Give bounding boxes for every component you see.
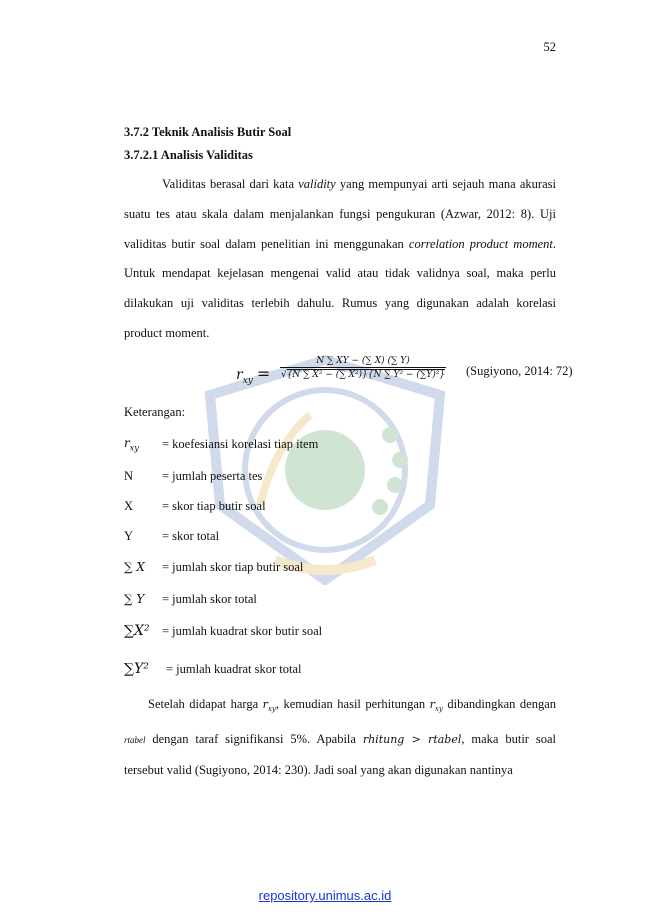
legend-desc: = skor total <box>162 528 220 543</box>
legend-desc: = skor tiap butir soal <box>162 498 266 513</box>
symbol-rxy: rxy <box>262 698 276 714</box>
keterangan-label: Keterangan: <box>124 405 186 419</box>
legend-row: rxy = koefesiansi korelasi tiap item <box>124 434 318 454</box>
page-number: 52 <box>543 40 557 54</box>
symbol-rtabel: rtabel <box>124 734 146 745</box>
term-validity: validity <box>298 177 336 191</box>
legend-symbol: ∑Y² <box>124 661 149 677</box>
legend-row: X = skor tiap butir soal <box>124 496 266 516</box>
symbol-rhitung-comparison: rhitung > rtabel <box>362 732 462 746</box>
legend-row: Y = skor total <box>124 526 219 546</box>
legend-row: ∑ X = jumlah skor tiap butir soal <box>124 557 303 577</box>
paragraph-validitas: Validitas berasal dari kata validity yan… <box>124 177 556 340</box>
formula-product-moment: rxy= N ∑ XY − (∑ X) (∑ Y) √{N ∑ X² − (∑ … <box>236 356 446 386</box>
formula-numerator: N ∑ XY − (∑ X) (∑ Y) <box>280 356 446 368</box>
legend-symbol: ∑ X <box>124 560 145 574</box>
formula-lhs: r <box>236 367 243 383</box>
term-correlation-product-moment: correlation product moment <box>408 236 553 251</box>
legend-symbol: rxy <box>124 435 139 453</box>
legend-desc: = jumlah peserta tes <box>162 468 263 483</box>
legend-symbol: N <box>124 468 134 483</box>
legend-row: ∑Y² = jumlah kuadrat skor total <box>124 659 302 679</box>
section-heading: 3.7.2 Teknik Analisis Butir Soal <box>124 125 292 139</box>
legend-symbol: X <box>124 498 134 513</box>
legend-desc: = koefesiansi korelasi tiap item <box>162 436 319 451</box>
formula-citation: (Sugiyono, 2014: 72) <box>466 364 573 378</box>
legend-symbol: ∑ Y <box>124 592 145 606</box>
paragraph-comparison: Setelah didapat harga rxy, kemudian hasi… <box>124 697 557 777</box>
legend-symbol: ∑X² <box>124 623 150 639</box>
legend-row: ∑ Y = jumlah skor total <box>124 589 257 609</box>
legend-symbol: Y <box>124 528 134 543</box>
legend-desc: = jumlah skor total <box>162 591 257 606</box>
formula-denominator: {N ∑ X² − (∑ X²)}{N ∑ Y² − (∑Y)²} <box>286 369 446 380</box>
university-logo-watermark <box>204 355 446 585</box>
symbol-rxy: rxy <box>429 698 443 714</box>
legend-row: N = jumlah peserta tes <box>124 466 262 486</box>
repository-link[interactable]: repository.unimus.ac.id <box>258 888 392 903</box>
legend-row: ∑X² = jumlah kuadrat skor butir soal <box>124 621 322 641</box>
legend-desc: = jumlah kuadrat skor butir soal <box>162 623 323 638</box>
legend-desc: = jumlah kuadrat skor total <box>166 661 302 676</box>
subsection-heading: 3.7.2.1 Analisis Validitas <box>124 148 253 162</box>
legend-desc: = jumlah skor tiap butir soal <box>162 559 304 574</box>
